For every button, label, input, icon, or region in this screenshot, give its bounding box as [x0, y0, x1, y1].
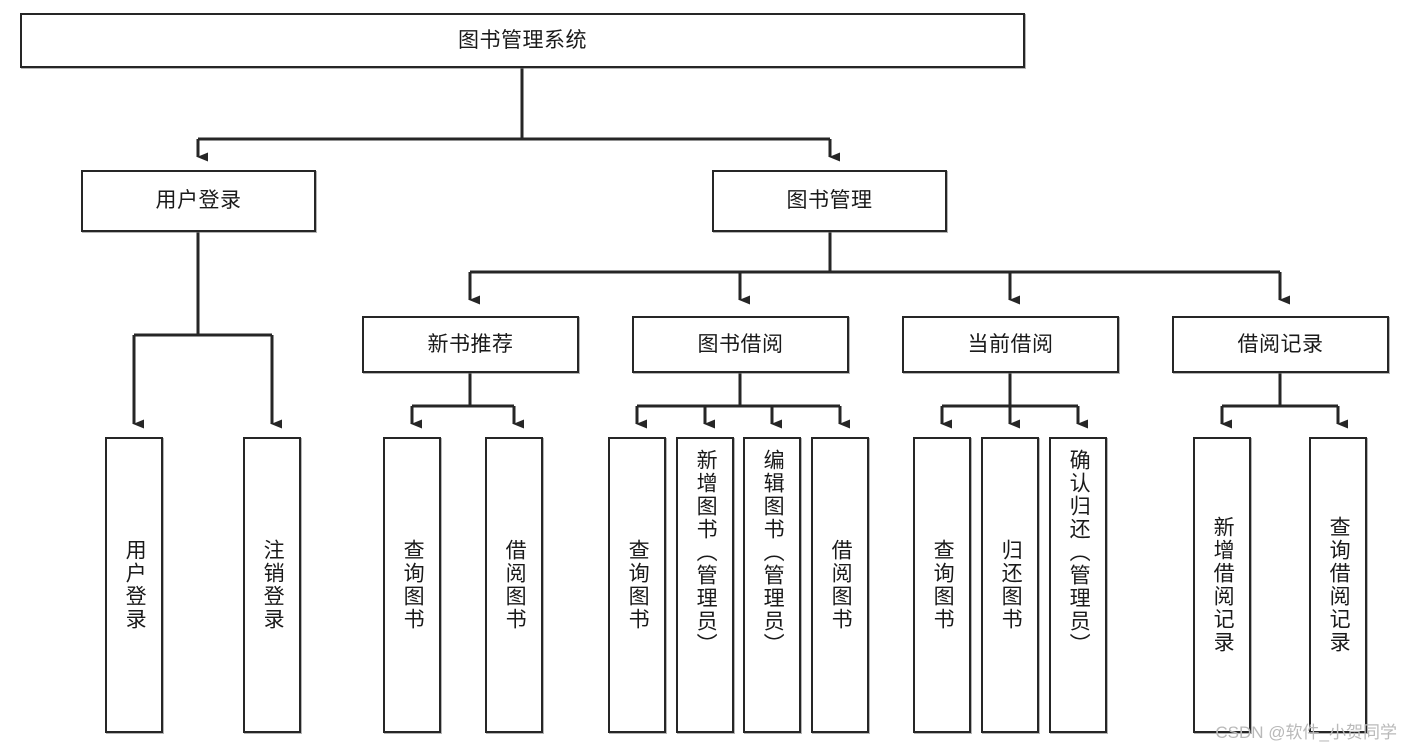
node-current-borrow[interactable]: 当前借阅	[902, 316, 1119, 373]
node-book-manage-label: 图书管理	[786, 189, 873, 213]
node-leaf-edit-book-label: 编辑图书（管理员）	[761, 449, 785, 656]
node-leaf-borrow-book-b-label: 借阅图书	[829, 539, 853, 631]
node-leaf-borrow-book-a-label: 借阅图书	[503, 539, 527, 631]
node-leaf-query-book-b-label: 查询图书	[626, 539, 650, 631]
node-leaf-logout-label: 注销登录	[261, 539, 285, 631]
node-leaf-user-login[interactable]: 用户登录	[105, 437, 163, 733]
node-leaf-edit-book[interactable]: 编辑图书（管理员）	[743, 437, 801, 733]
node-leaf-add-record[interactable]: 新增借阅记录	[1193, 437, 1251, 733]
node-leaf-user-login-label: 用户登录	[123, 539, 147, 631]
node-new-book-recommend-label: 新书推荐	[427, 332, 514, 356]
node-leaf-add-book[interactable]: 新增图书（管理员）	[676, 437, 734, 733]
node-book-borrow[interactable]: 图书借阅	[632, 316, 849, 373]
node-leaf-query-book-c[interactable]: 查询图书	[913, 437, 971, 733]
node-leaf-add-book-label: 新增图书（管理员）	[694, 449, 718, 656]
node-leaf-borrow-book-b[interactable]: 借阅图书	[811, 437, 869, 733]
node-leaf-return-book[interactable]: 归还图书	[981, 437, 1039, 733]
node-leaf-add-record-label: 新增借阅记录	[1211, 516, 1235, 654]
node-user-login-label: 用户登录	[155, 189, 242, 213]
node-new-book-recommend[interactable]: 新书推荐	[362, 316, 579, 373]
node-user-login[interactable]: 用户登录	[81, 170, 316, 232]
node-leaf-query-book-a[interactable]: 查询图书	[383, 437, 441, 733]
node-leaf-confirm-return[interactable]: 确认归还（管理员）	[1049, 437, 1107, 733]
node-leaf-borrow-book-a[interactable]: 借阅图书	[485, 437, 543, 733]
csdn-watermark: CSDN @软件_小贺同学	[1215, 723, 1397, 742]
node-leaf-query-record-label: 查询借阅记录	[1327, 516, 1351, 654]
node-borrow-record[interactable]: 借阅记录	[1172, 316, 1389, 373]
node-leaf-query-book-b[interactable]: 查询图书	[608, 437, 666, 733]
node-leaf-query-book-c-label: 查询图书	[931, 539, 955, 631]
node-borrow-record-label: 借阅记录	[1237, 332, 1324, 356]
node-book-manage[interactable]: 图书管理	[712, 170, 947, 232]
node-leaf-query-book-a-label: 查询图书	[401, 539, 425, 631]
node-leaf-return-book-label: 归还图书	[999, 539, 1023, 631]
node-leaf-logout[interactable]: 注销登录	[243, 437, 301, 733]
node-current-borrow-label: 当前借阅	[967, 332, 1054, 356]
node-book-borrow-label: 图书借阅	[697, 332, 784, 356]
node-root-label: 图书管理系统	[458, 28, 587, 52]
node-leaf-confirm-return-label: 确认归还（管理员）	[1067, 449, 1091, 656]
node-leaf-query-record[interactable]: 查询借阅记录	[1309, 437, 1367, 733]
node-root[interactable]: 图书管理系统	[20, 13, 1025, 68]
